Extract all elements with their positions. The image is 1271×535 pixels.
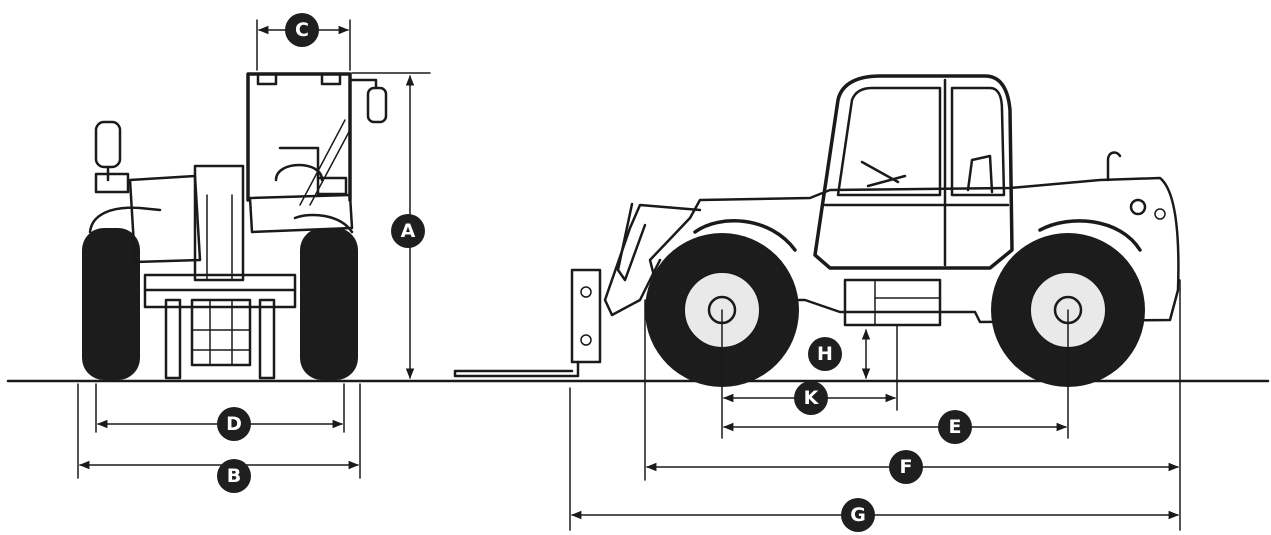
dimension-label-e: E <box>938 410 972 444</box>
front-cab-strut <box>299 119 346 206</box>
front-cab <box>246 72 352 202</box>
front-left-tire <box>82 228 140 380</box>
side-carriage-pin <box>580 286 592 298</box>
dimension-label-f: F <box>889 450 923 484</box>
side-boom-arm <box>616 202 647 282</box>
side-seat <box>966 154 994 194</box>
side-steering-wheel <box>860 160 907 188</box>
front-boom <box>193 164 245 282</box>
dimension-label-b-text: B <box>227 465 241 487</box>
front-steering-wheel <box>274 146 324 182</box>
front-right-mirror <box>366 86 388 124</box>
front-left-fender <box>88 206 162 234</box>
side-cab <box>813 74 1014 270</box>
dimension-label-d-text: D <box>226 413 242 435</box>
dimension-label-e-text: E <box>949 416 962 438</box>
dimension-label-g-text: G <box>850 504 866 526</box>
side-rear-fender <box>1038 219 1142 252</box>
dimension-label-a-text: A <box>401 220 416 242</box>
dimension-label-b: B <box>217 459 251 493</box>
dimension-label-k-text: K <box>804 387 820 409</box>
front-body-right <box>248 193 354 234</box>
mirror-arm-right <box>348 78 378 90</box>
front-cab-light-right <box>320 72 342 86</box>
dimension-label-g: G <box>841 498 875 532</box>
front-left-lamp <box>94 172 130 194</box>
dimension-label-h: H <box>808 337 842 371</box>
front-cab-light-left <box>256 72 278 86</box>
front-body <box>128 174 202 264</box>
side-carriage <box>570 268 602 364</box>
dimension-label-h-text: H <box>817 343 833 365</box>
side-fork <box>453 360 580 378</box>
dimension-label-k: K <box>794 381 828 415</box>
front-right-tire <box>300 228 358 380</box>
dimension-label-f-text: F <box>900 456 913 478</box>
front-right-lamp <box>316 176 348 196</box>
front-cab-strut <box>309 129 351 206</box>
front-view <box>82 72 388 380</box>
side-cab-rear-window <box>950 86 1006 197</box>
side-step <box>843 278 942 327</box>
side-exhaust <box>1106 151 1122 182</box>
side-chassis <box>648 176 1180 324</box>
side-boom <box>603 203 702 317</box>
side-carriage-pin <box>580 334 592 346</box>
front-carriage <box>190 298 252 367</box>
front-left-mirror <box>94 120 122 169</box>
dimension-label-c-text: C <box>295 19 309 41</box>
dimension-label-a: A <box>391 214 425 248</box>
dimension-label-c: C <box>285 13 319 47</box>
front-fork-right <box>258 298 276 380</box>
dimension-label-d: D <box>217 407 251 441</box>
side-light <box>1129 198 1147 216</box>
side-light-2 <box>1154 208 1166 220</box>
front-fork-left <box>164 298 182 380</box>
dimension-labels: C A D B H K E F <box>217 13 972 532</box>
side-front-fender <box>693 219 797 252</box>
side-cab-window <box>836 86 942 197</box>
